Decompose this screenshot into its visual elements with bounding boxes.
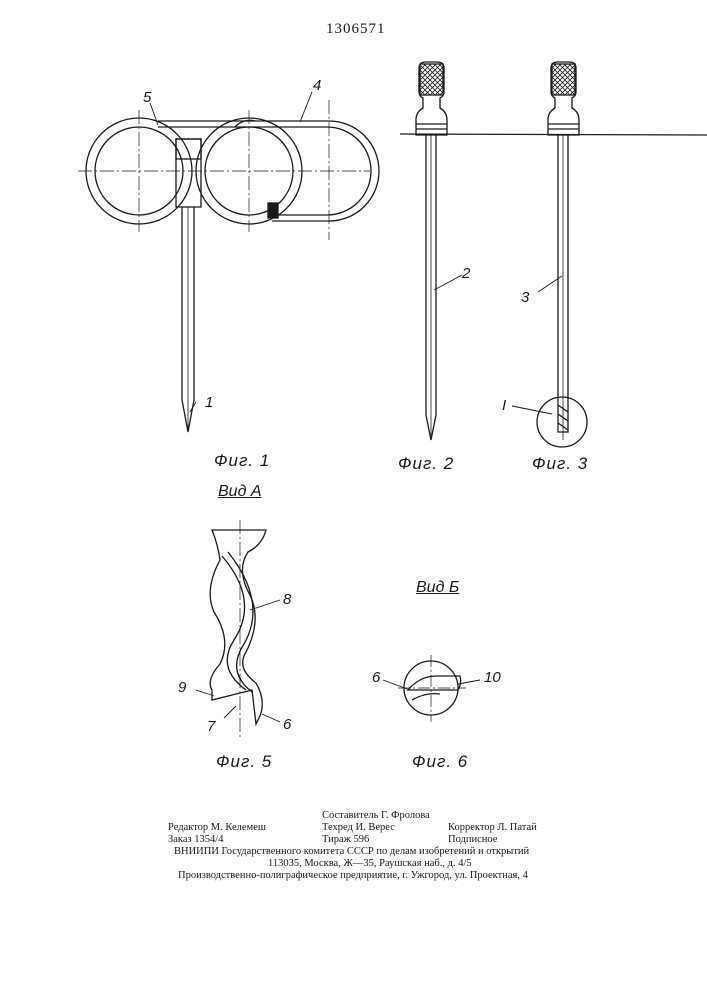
- footer-compiler: Составитель Г. Фролова: [322, 811, 430, 822]
- footer-institute: ВНИИПИ Государственного комитета СССР по…: [174, 847, 529, 858]
- label-part-6-fig6: 6: [372, 670, 380, 685]
- fig1-instrument: [86, 118, 379, 432]
- caption-fig5: Фиг. 5: [216, 753, 272, 770]
- label-part-7: 7: [207, 719, 215, 734]
- fig2-needle: [416, 62, 447, 440]
- clamp-block: [176, 139, 201, 207]
- caption-fig3: Фиг. 3: [532, 455, 588, 472]
- footer-printer: Производственно-полиграфическое предприя…: [178, 871, 528, 882]
- caption-view-a: Вид А: [218, 484, 262, 500]
- label-part-6-fig5: 6: [283, 717, 291, 732]
- footer-tech-editor: Техред И. Верес: [322, 823, 395, 834]
- caption-view-b: Вид Б: [416, 580, 459, 596]
- label-part-9: 9: [178, 680, 186, 695]
- label-part-3: 3: [521, 290, 529, 305]
- footer-address: 113035, Москва, Ж—35, Раушская наб., д. …: [268, 859, 472, 870]
- label-part-1: 1: [205, 395, 213, 410]
- label-part-10: 10: [484, 670, 501, 685]
- caption-fig1: Фиг. 1: [214, 452, 270, 469]
- label-part-5: 5: [143, 90, 151, 105]
- fig5-drill-tip: [210, 520, 266, 738]
- caption-fig6: Фиг. 6: [412, 753, 468, 770]
- footer-editor: Редактор М. Келемеш: [168, 823, 266, 834]
- label-part-2: 2: [462, 266, 470, 281]
- detail-circle-I: [537, 397, 587, 447]
- caption-fig2: Фиг. 2: [398, 455, 454, 472]
- footer-corrector: Корректор Л. Патай: [448, 823, 537, 834]
- label-part-8: 8: [283, 592, 291, 607]
- fig3-drill-needle: [537, 62, 587, 447]
- footer-circulation: Тираж 596: [322, 835, 369, 846]
- label-detail-I: I: [502, 398, 506, 413]
- fig6-section: [398, 655, 466, 722]
- footer-subscription: Подписное: [448, 835, 497, 846]
- footer-order: Заказ 1354/4: [168, 835, 223, 846]
- label-part-4: 4: [313, 78, 321, 93]
